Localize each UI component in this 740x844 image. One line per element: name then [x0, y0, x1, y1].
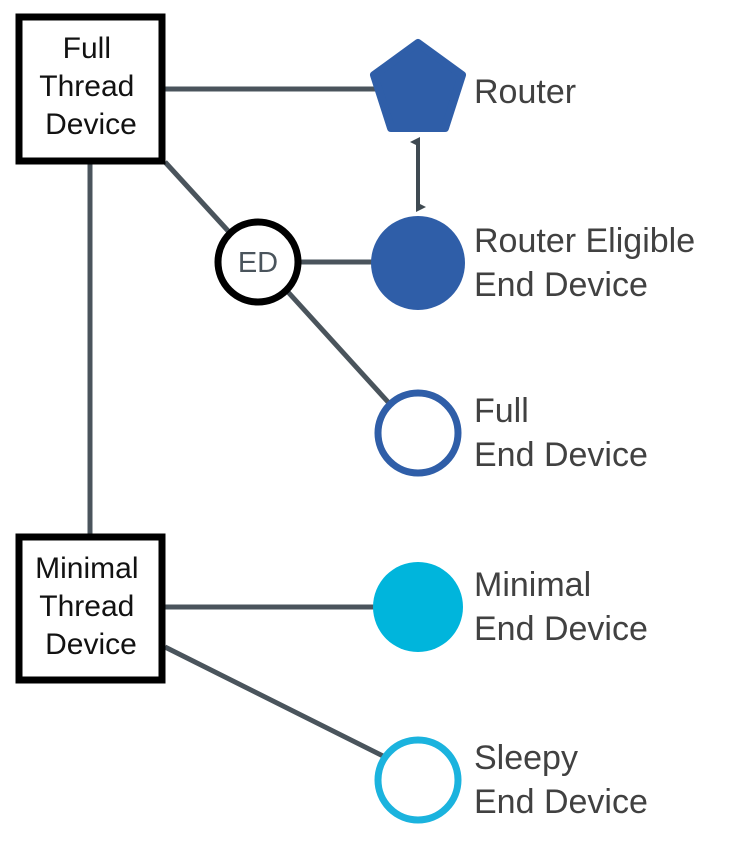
legend-item-router[interactable]: Router	[370, 39, 576, 132]
node-end-device-ed[interactable]: ED	[214, 218, 302, 306]
minimal-end-device-label: Minimal End Device	[474, 566, 648, 648]
connector-lines	[87, 86, 426, 760]
edge-mtd-to-sleepy-end-device	[163, 644, 387, 760]
full-thread-device-box[interactable]	[15, 13, 166, 165]
sleepy-end-device-label: Sleepy End Device	[474, 739, 648, 821]
legend-item-full-end-device[interactable]: Full End Device	[374, 389, 648, 477]
minimal-thread-device-box[interactable]	[15, 533, 166, 684]
node-minimal-thread-device[interactable]: Minimal Thread Device	[15, 533, 166, 684]
router-eligible-end-device-circle-icon[interactable]	[371, 216, 465, 310]
full-thread-device-label: Full Thread Device	[39, 32, 142, 141]
edge-ftd-to-ed	[163, 160, 232, 235]
router-label: Router	[474, 73, 576, 111]
legend-item-sleepy-end-device[interactable]: Sleepy End Device	[374, 736, 648, 824]
minimal-end-device-circle-icon[interactable]	[373, 562, 463, 652]
sleepy-end-device-circle-icon[interactable]	[374, 736, 462, 824]
legend-item-router-eligible-end-device[interactable]: Router Eligible End Device	[371, 216, 705, 310]
edge-ed-to-full-end-device	[286, 290, 390, 404]
router-pentagon-icon[interactable]	[370, 39, 466, 132]
node-full-thread-device[interactable]: Full Thread Device	[15, 13, 166, 165]
router-eligible-end-device-label: Router Eligible End Device	[474, 222, 705, 304]
minimal-thread-device-label: Minimal Thread Device	[35, 552, 147, 661]
full-end-device-circle-icon[interactable]	[374, 389, 462, 477]
ed-circle-label: ED	[238, 247, 278, 279]
legend-item-minimal-end-device[interactable]: Minimal End Device	[373, 562, 648, 652]
full-end-device-label: Full End Device	[474, 392, 648, 474]
ed-circle[interactable]	[214, 218, 302, 306]
